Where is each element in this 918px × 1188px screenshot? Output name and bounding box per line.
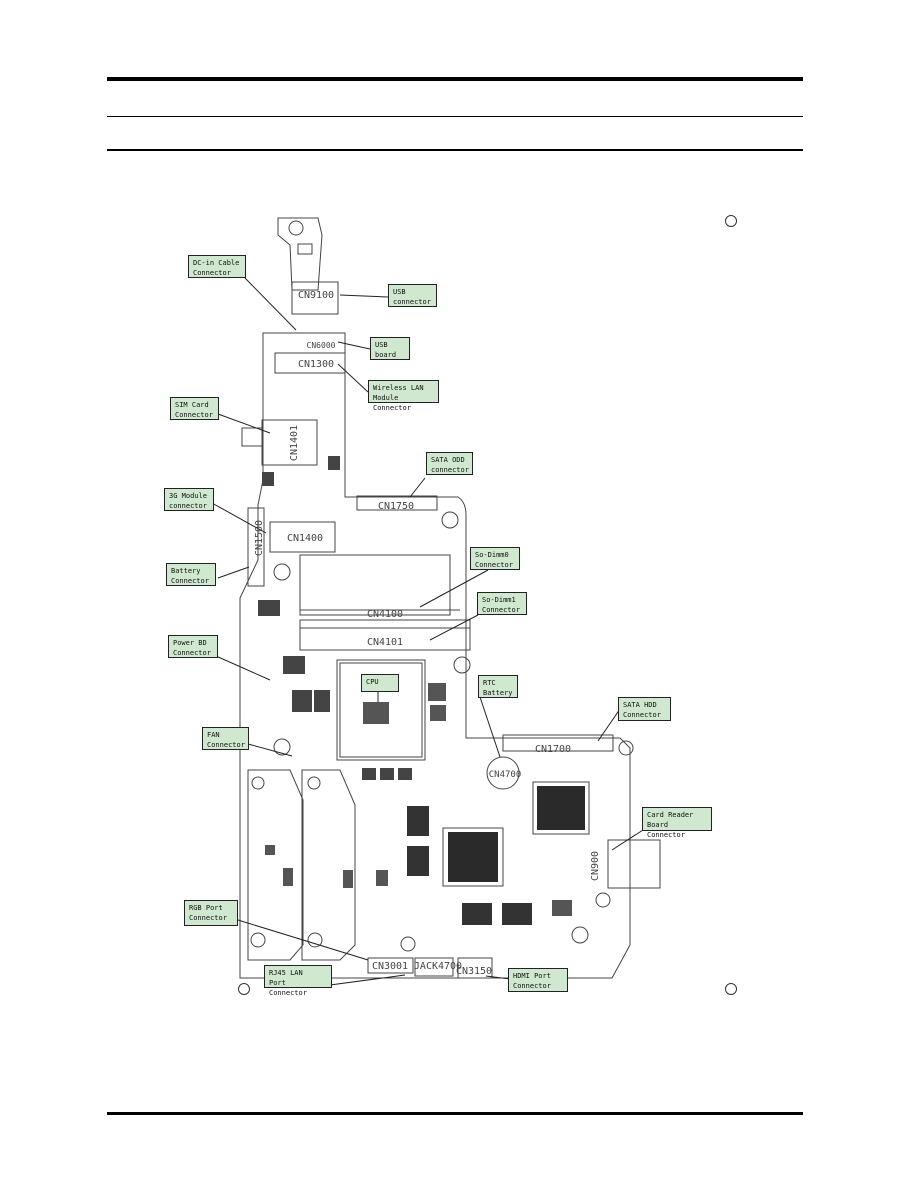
callout-cpu: CPU: [361, 674, 399, 692]
callout-card-reader-board-connector: Card Reader Board Connector: [642, 807, 712, 839]
bottom-rule: [107, 1112, 803, 1115]
callout-rgb-port-connector: RGB Port Connector: [184, 900, 238, 926]
ref-cn1750: CN1750: [378, 501, 414, 512]
callout-battery-connector: Battery Connector: [166, 563, 216, 586]
callout-so-dimm0-connector: So-Dimm0 Connector: [470, 547, 520, 570]
ref-cn1700: CN1700: [535, 744, 571, 755]
mounting-hole-top-right: [725, 215, 737, 227]
top-rule-thin: [107, 116, 803, 117]
ref-jack4700: JACK4700: [414, 961, 462, 972]
mounting-hole-bottom-left: [238, 983, 250, 995]
header-rule: [107, 149, 803, 151]
mounting-hole-bottom-right: [725, 983, 737, 995]
callout-wireless-lan-connector: Wireless LAN Module Connector: [368, 380, 439, 412]
ref-cn900: CN900: [590, 851, 601, 881]
callout-sata-odd-connector: SATA ODD connector: [426, 452, 473, 475]
callout-sata-hdd-connector: SATA HDD Connector: [618, 697, 671, 721]
ref-cn3150: CN3150: [456, 966, 492, 977]
callout-power-bd-connector: Power BD Connector: [168, 635, 218, 658]
ref-cn3001: CN3001: [372, 961, 408, 972]
callout-3g-module-connector: 3G Module connector: [164, 488, 214, 511]
callout-rtc-battery: RTC Battery: [478, 675, 518, 698]
callout-so-dimm1-connector: So-Dimm1 Connector: [477, 592, 527, 615]
callout-hdmi-port-connector: HDMI Port Connector: [508, 968, 568, 992]
callout-sim-card-connector: SIM Card Connector: [170, 397, 219, 420]
callout-rj45-lan-port-connector: RJ45 LAN Port Connector: [264, 965, 332, 997]
callout-usb-board: USB board: [370, 337, 410, 360]
callout-dc-in-cable-connector: DC-in Cable Connector: [188, 255, 246, 278]
ref-cn4700: CN4700: [489, 770, 522, 780]
ref-cn4100: CN4100: [367, 609, 403, 620]
top-rule-thick: [107, 77, 803, 81]
ref-cn1500: CN1500: [254, 520, 265, 556]
ref-cn9100: CN9100: [298, 290, 334, 301]
ref-cn1400: CN1400: [287, 533, 323, 544]
callout-fan-connector: FAN Connector: [202, 727, 249, 750]
ref-cn1300: CN1300: [298, 359, 334, 370]
ref-cn1401: CN1401: [289, 425, 300, 461]
ref-cn6000: CN6000: [307, 341, 336, 350]
ref-cn4101: CN4101: [367, 637, 403, 648]
callout-usb-connector: USB connector: [388, 284, 437, 307]
